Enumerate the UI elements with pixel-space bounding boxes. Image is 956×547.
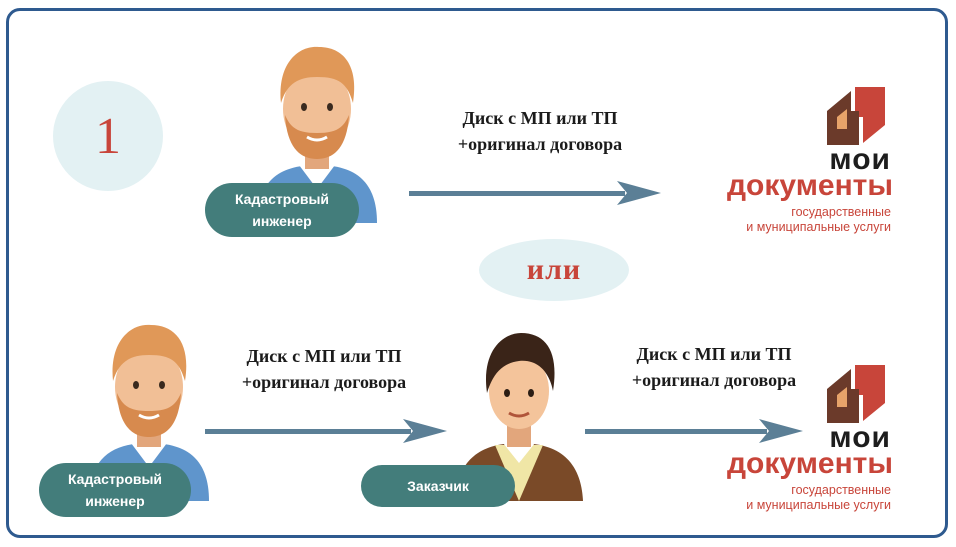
transfer-line2: +оригинал договора xyxy=(241,372,407,392)
moi-dokumenty-logo-bottom: мои документы государственные и муниципа… xyxy=(699,363,899,523)
customer-role-badge: Заказчик xyxy=(361,465,515,507)
transfer-label-left: Диск с МП или ТП +оригинал договора xyxy=(209,343,439,395)
logo-sub-line1: государственные xyxy=(791,483,891,497)
arrow-right-icon xyxy=(409,181,661,205)
moi-dokumenty-logo-icon xyxy=(827,87,885,145)
engineer-role-badge: Кадастровый инженер xyxy=(39,463,191,517)
customer-man-icon xyxy=(455,333,583,501)
arrow-right-icon xyxy=(585,419,803,443)
engineer-role-label: Кадастровый инженер xyxy=(234,191,330,229)
transfer-line1: Диск с МП или ТП xyxy=(462,108,618,128)
engineer-role-label: Кадастровый инженер xyxy=(67,471,163,509)
diagram-frame: 1 Кадастровый инженер Диск с МП или ТП +… xyxy=(6,8,948,538)
logo-sub-line2: и муниципальные услуги xyxy=(746,498,891,512)
transfer-line2: +оригинал договора xyxy=(631,370,797,390)
transfer-line1: Диск с МП или ТП xyxy=(636,344,792,364)
logo-sub-line1: государственные xyxy=(791,205,891,219)
logo-subtitle: государственные и муниципальные услуги xyxy=(746,483,891,513)
logo-word-dokumenty: документы xyxy=(727,169,893,202)
step-number-badge: 1 xyxy=(53,81,163,191)
moi-dokumenty-logo-top: мои документы государственные и муниципа… xyxy=(699,85,899,245)
transfer-line2: +оригинал договора xyxy=(457,134,623,154)
or-separator: или xyxy=(479,239,629,301)
logo-word-dokumenty: документы xyxy=(727,447,893,480)
step-number: 1 xyxy=(95,107,121,165)
logo-subtitle: государственные и муниципальные услуги xyxy=(746,205,891,235)
transfer-label-right: Диск с МП или ТП +оригинал договора xyxy=(599,341,829,393)
logo-word-moi: мои xyxy=(829,143,891,176)
customer-role-label: Заказчик xyxy=(407,478,469,494)
arrow-right-icon xyxy=(205,419,447,443)
engineer-role-badge: Кадастровый инженер xyxy=(205,183,359,237)
logo-sub-line2: и муниципальные услуги xyxy=(746,220,891,234)
moi-dokumenty-logo-icon xyxy=(827,365,885,423)
or-label: или xyxy=(526,253,582,286)
transfer-label-top: Диск с МП или ТП +оригинал договора xyxy=(425,105,655,157)
transfer-line1: Диск с МП или ТП xyxy=(246,346,402,366)
logo-word-moi: мои xyxy=(829,421,891,454)
